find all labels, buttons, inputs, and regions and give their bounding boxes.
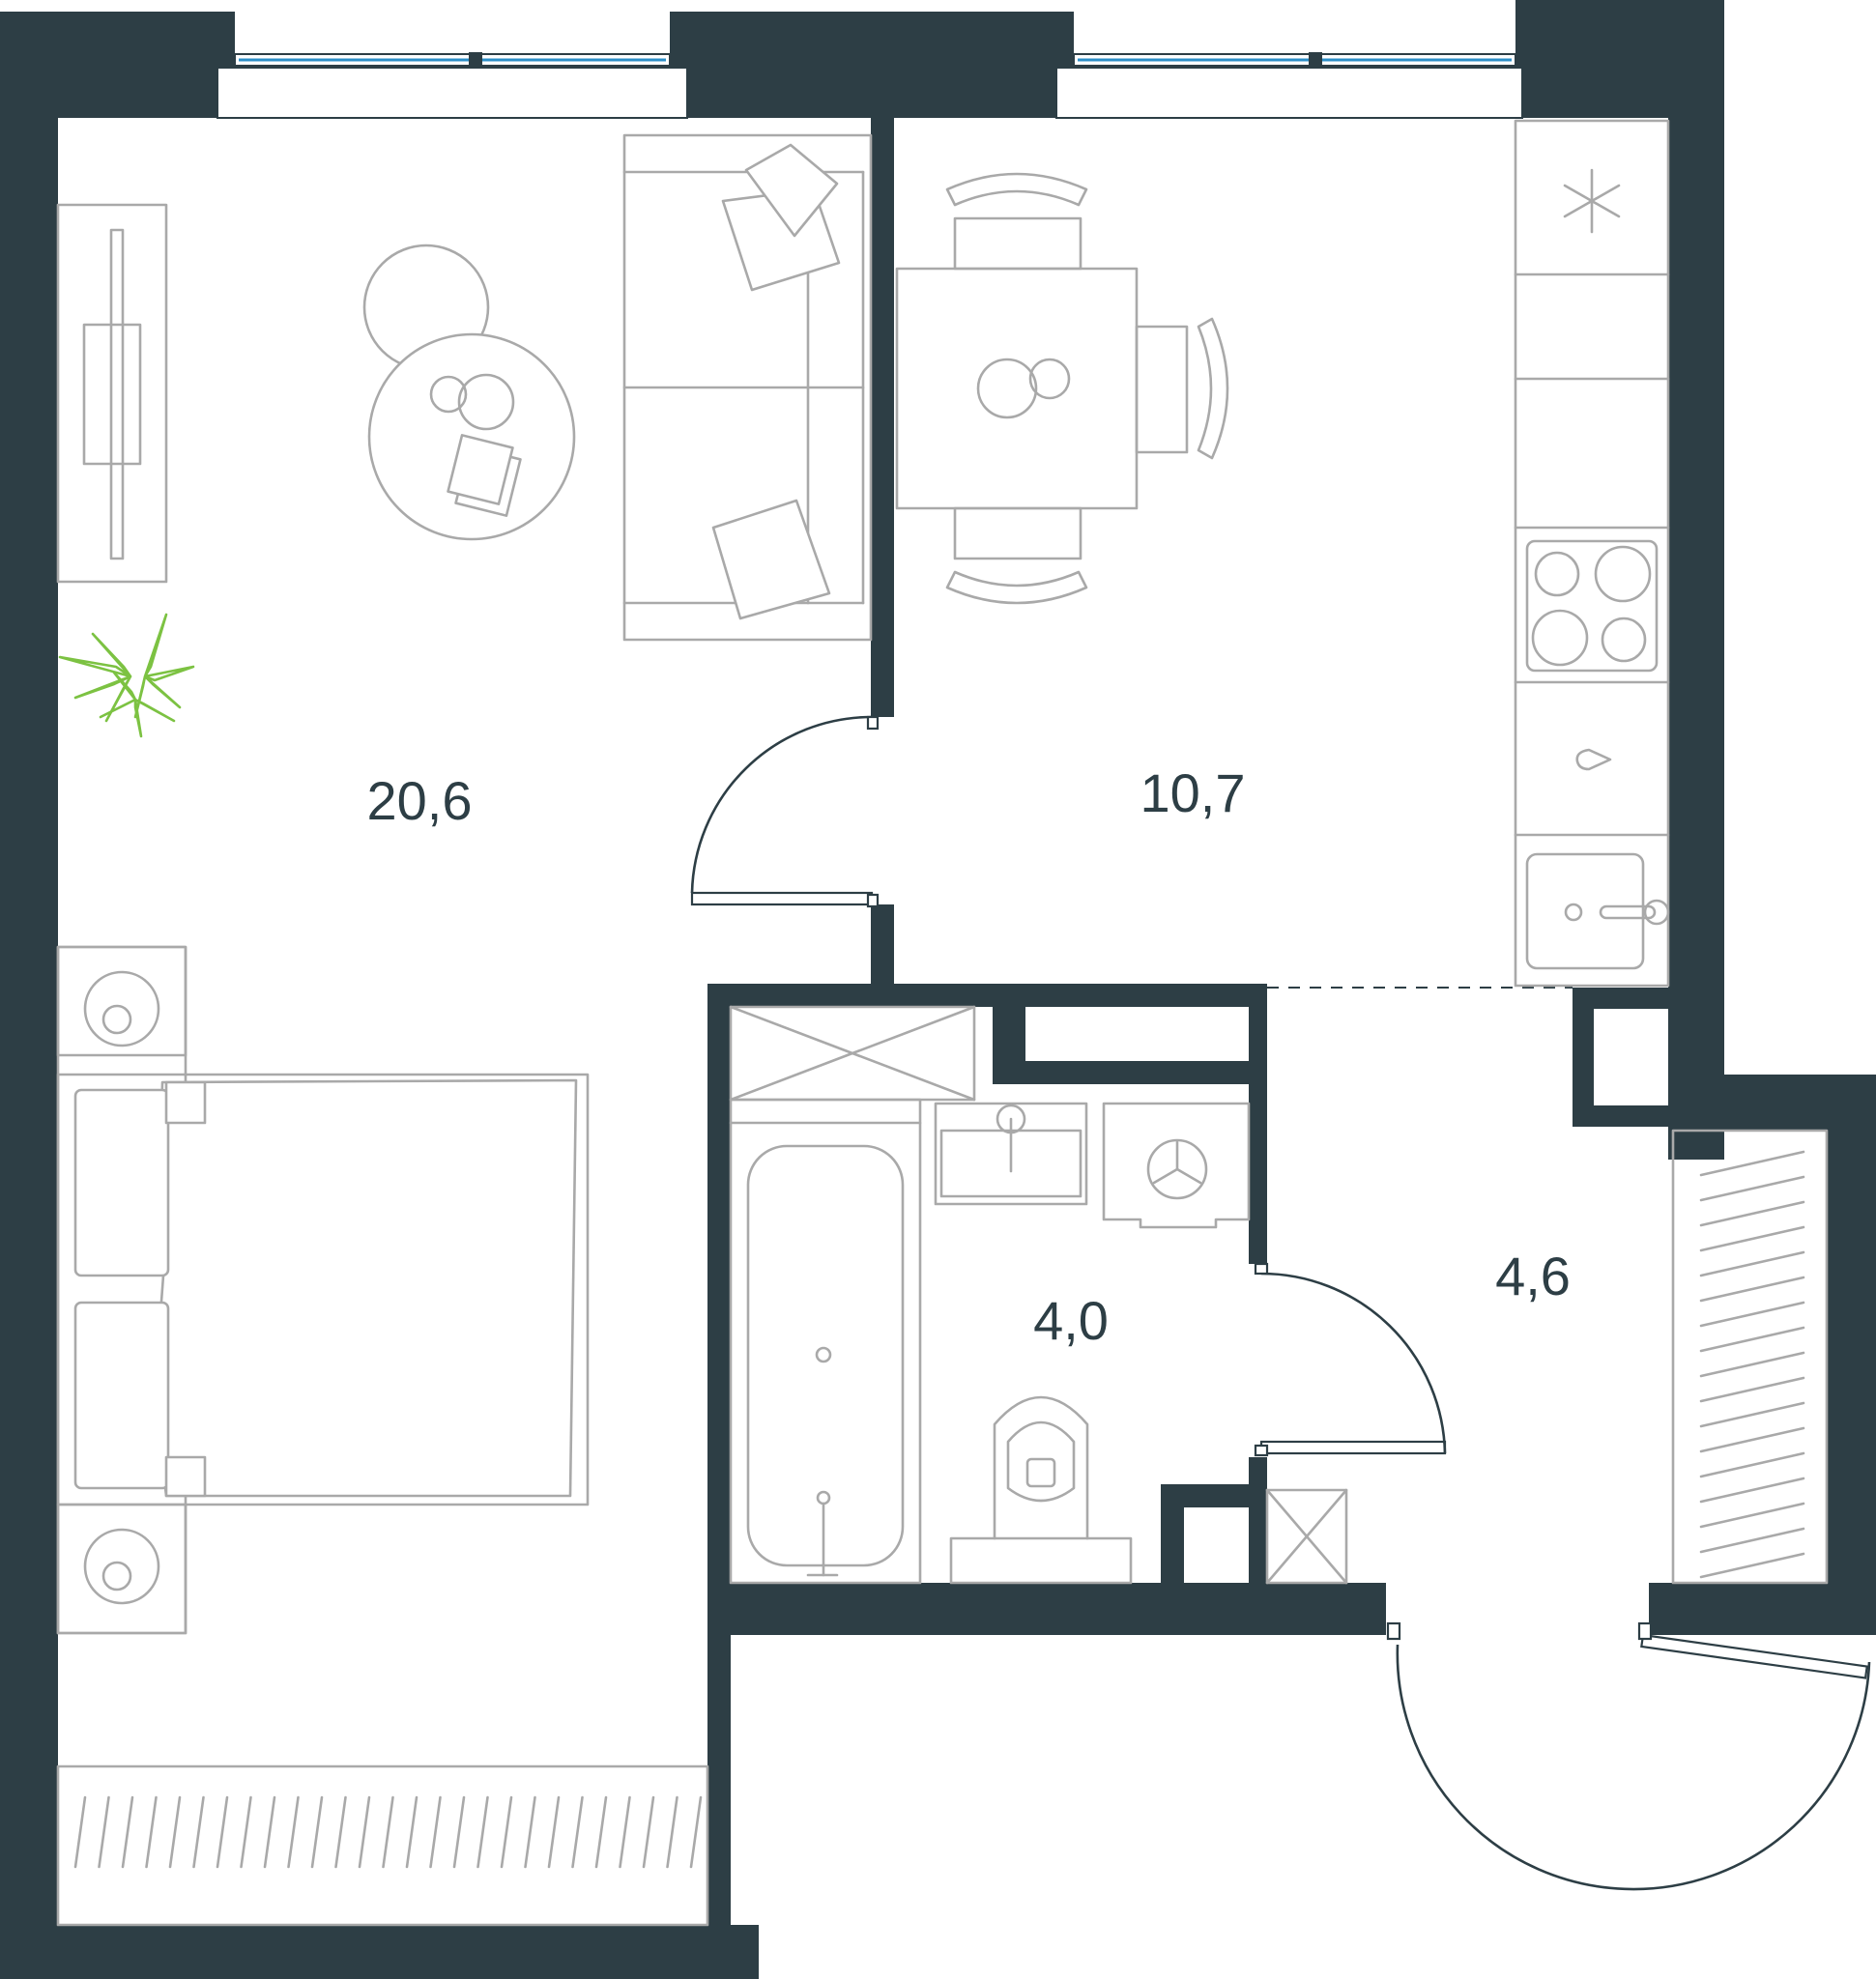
- closet-hatch-line: [1699, 1451, 1805, 1478]
- wardrobe-hatch-line: [405, 1795, 418, 1869]
- kitchen-area: 10,7: [1140, 762, 1246, 823]
- closet-hatch-line: [1699, 1225, 1805, 1252]
- wardrobe-hatch-line: [594, 1795, 608, 1869]
- bathroom-furniture: [729, 1005, 1348, 1585]
- wardrobe-hatch-line: [547, 1795, 561, 1869]
- closet-hatch-line: [1699, 1552, 1805, 1579]
- snowflake-icon: [1563, 168, 1621, 234]
- living-room-area: 20,6: [367, 770, 473, 831]
- wardrobe-hatch-line: [216, 1795, 229, 1869]
- windows: [216, 52, 1523, 119]
- wardrobe-hatch-line: [121, 1795, 134, 1869]
- closet-hatch-line: [1699, 1276, 1805, 1303]
- wardrobe-hatch-line: [358, 1795, 371, 1869]
- wardrobe-hatch-line: [240, 1795, 252, 1869]
- closet-hatch-line: [1699, 1401, 1805, 1428]
- wardrobe-hatch-line: [524, 1795, 536, 1869]
- closet-hatch-line: [1699, 1175, 1805, 1202]
- wardrobe-hatch-line: [98, 1795, 110, 1869]
- closet-hatch-line: [1699, 1326, 1805, 1353]
- wardrobe-hatch-line: [263, 1795, 276, 1869]
- closet-hatch-line: [1699, 1200, 1805, 1227]
- wardrobe-hatch-line: [334, 1795, 347, 1869]
- doors: [690, 715, 1871, 1891]
- closet-hatch-line: [1699, 1527, 1805, 1554]
- wardrobe-hatch-line: [145, 1795, 158, 1869]
- kitchen-furniture: [895, 119, 1670, 988]
- wardrobe-hatch-line: [500, 1795, 513, 1869]
- wardrobe-hatch-line: [382, 1795, 394, 1869]
- closet-hatch-line: [1699, 1250, 1805, 1277]
- closet-hatch-line: [1699, 1477, 1805, 1504]
- living-room-furniture: [56, 133, 873, 1927]
- wardrobe-hatch-line: [476, 1795, 489, 1869]
- area-labels: 20,6 10,7 4,0 4,6: [367, 762, 1571, 1351]
- closet-hatch-line: [1699, 1150, 1805, 1177]
- closet-hatch-line: [1699, 1301, 1805, 1328]
- closet-hatch-line: [1699, 1502, 1805, 1529]
- wardrobe-hatch-line: [73, 1795, 87, 1869]
- bathroom-area: 4,0: [1033, 1290, 1109, 1351]
- closet-hatch-line: [1699, 1351, 1805, 1378]
- wardrobe-hatch-line: [642, 1795, 655, 1869]
- wardrobe-hatch-line: [571, 1795, 584, 1869]
- wardrobe-hatch-line: [689, 1795, 703, 1869]
- wardrobe-hatch-line: [168, 1795, 182, 1869]
- closet-hatch-line: [1699, 1376, 1805, 1403]
- wardrobe-hatch-line: [452, 1795, 466, 1869]
- wardrobe-hatch-line: [666, 1795, 678, 1869]
- hallway-furniture: [1671, 1129, 1829, 1585]
- hallway-area: 4,6: [1495, 1246, 1571, 1306]
- water-drop-icon: [1575, 748, 1612, 771]
- wardrobe-hatch-line: [192, 1795, 205, 1869]
- plant-icon: [58, 613, 195, 738]
- wardrobe-hatch-line: [310, 1795, 324, 1869]
- wardrobe-hatch-line: [287, 1795, 300, 1869]
- closet-hatch-line: [1699, 1426, 1805, 1453]
- wardrobe-hatch-line: [619, 1795, 631, 1869]
- wardrobe-hatch-line: [429, 1795, 442, 1869]
